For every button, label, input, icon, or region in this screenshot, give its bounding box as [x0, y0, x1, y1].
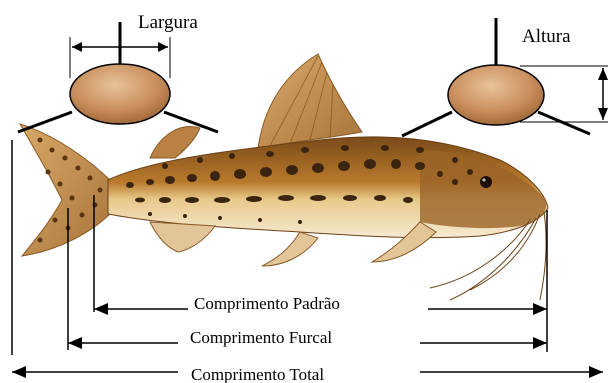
altura-cross-section-ellipse: [448, 65, 544, 125]
standard-length-measure: Comprimento Padrão: [94, 294, 547, 315]
fork-length-arrow-right: [533, 337, 547, 349]
altura-pointer-right: [538, 112, 590, 134]
largura-arrow-right: [158, 42, 168, 52]
pelvic-fin: [262, 232, 318, 266]
altura-pointer-left: [402, 112, 452, 136]
fish-eye: [480, 176, 492, 188]
total-length-measure: Comprimento Total: [12, 365, 603, 383]
dorsal-fin: [258, 54, 362, 148]
altura-arrow-top: [598, 68, 608, 80]
standard-length-arrow-right: [533, 303, 547, 315]
anal-fin: [150, 222, 215, 252]
fork-length-label: Comprimento Furcal: [190, 328, 332, 347]
standard-length-arrow-left: [94, 303, 108, 315]
largura-cross-section-ellipse: [70, 64, 170, 124]
altura-label: Altura: [522, 26, 571, 47]
largura-arrow-left: [72, 42, 82, 52]
largura-indicator: Largura: [18, 12, 218, 132]
total-length-arrow-right: [589, 366, 603, 378]
largura-label: Largura: [138, 12, 198, 33]
altura-arrow-bottom: [598, 108, 608, 120]
fish-head: [420, 150, 546, 228]
largura-pointer-left: [18, 112, 72, 132]
fork-length-measure: Comprimento Furcal: [68, 328, 547, 349]
altura-indicator: Altura: [402, 18, 608, 136]
fork-length-arrow-left: [68, 337, 82, 349]
adipose-fin: [150, 127, 200, 158]
total-length-arrow-left: [12, 366, 26, 378]
standard-length-label: Comprimento Padrão: [194, 294, 340, 313]
total-length-label: Comprimento Total: [191, 365, 324, 383]
